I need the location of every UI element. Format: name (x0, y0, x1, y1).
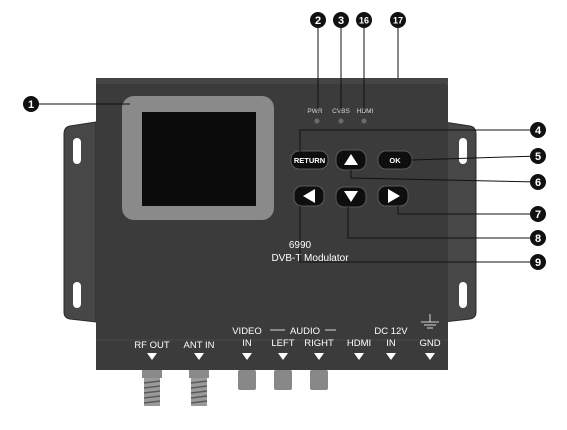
callout-9: 9 (530, 254, 546, 270)
callout-lines (38, 28, 539, 263)
down-button[interactable] (335, 186, 367, 208)
right-label: RIGHT (304, 338, 334, 349)
left-label: LEFT (271, 338, 294, 349)
dc-label: DC 12V (374, 326, 408, 337)
callout-5: 5 (530, 148, 546, 164)
rf-out-arrow-icon (147, 353, 157, 360)
svg-text:5: 5 (535, 151, 541, 163)
dc-arrow-icon (386, 353, 396, 360)
right-button[interactable] (377, 185, 409, 207)
ant-in-connector (189, 370, 209, 406)
callout-6: 6 (530, 174, 546, 190)
svg-text:7: 7 (535, 209, 541, 221)
rf-out-label: RF OUT (134, 340, 170, 351)
ok-button-label: OK (389, 156, 401, 165)
ant-in-label: ANT IN (184, 340, 215, 351)
led-hdmi (361, 118, 367, 124)
ok-button[interactable]: OK (377, 150, 413, 170)
video-in-label: IN (242, 338, 252, 349)
svg-text:16: 16 (359, 16, 369, 26)
callout-badges: 1 2 3 16 17 4 5 6 7 8 9 (23, 12, 546, 270)
svg-text:9: 9 (535, 257, 541, 269)
right-arrow-port-icon (314, 353, 324, 360)
left-mounting-ear (63, 121, 97, 323)
up-arrow-icon (344, 154, 358, 165)
port-labels: RF OUT ANT IN VIDEO IN AUDIO LEFT RIGHT … (134, 314, 441, 360)
dc-in-label: IN (386, 338, 396, 349)
callout-8: 8 (530, 230, 546, 246)
video-label: VIDEO (232, 326, 262, 337)
left-arrow-port-icon (278, 353, 288, 360)
return-button[interactable]: RETURN (290, 150, 329, 170)
left-arrow-icon (303, 189, 315, 203)
svg-text:2: 2 (315, 15, 321, 27)
lcd-screen (122, 96, 274, 220)
ground-icon (421, 314, 439, 329)
svg-text:6: 6 (535, 177, 541, 189)
return-button-label: RETURN (294, 156, 325, 165)
rf-out-connector (142, 370, 162, 406)
led-label-hdmi: HDMI (357, 108, 374, 115)
svg-text:4: 4 (535, 125, 542, 137)
callout-4: 4 (530, 122, 546, 138)
callout-16: 16 (356, 12, 372, 28)
ant-in-arrow-icon (194, 353, 204, 360)
callout-1: 1 (23, 96, 39, 112)
svg-text:3: 3 (338, 15, 344, 27)
callout-3: 3 (333, 12, 349, 28)
video-rca-jack (238, 370, 256, 390)
audio-label: AUDIO (290, 326, 320, 337)
audio-left-rca-jack (274, 370, 292, 390)
gnd-arrow-icon (425, 353, 435, 360)
callout-2: 2 (310, 12, 326, 28)
callout-17: 17 (390, 12, 406, 28)
led-label-pwr: PWR (307, 108, 322, 115)
right-arrow-icon (388, 189, 400, 203)
down-arrow-icon (344, 191, 358, 202)
left-button[interactable] (293, 185, 325, 207)
callout-7: 7 (530, 206, 546, 222)
hdmi-label: HDMI (347, 338, 371, 349)
gnd-label: GND (419, 338, 440, 349)
right-mounting-ear (443, 121, 477, 323)
model-name: DVB-T Modulator (271, 253, 349, 264)
led-cvbs (338, 118, 344, 124)
up-button[interactable] (335, 149, 367, 171)
hdmi-arrow-icon (354, 353, 364, 360)
svg-text:1: 1 (28, 99, 34, 111)
video-arrow-icon (242, 353, 252, 360)
svg-text:17: 17 (393, 16, 403, 26)
svg-text:8: 8 (535, 233, 541, 245)
audio-right-rca-jack (310, 370, 328, 390)
led-pwr (314, 118, 320, 124)
